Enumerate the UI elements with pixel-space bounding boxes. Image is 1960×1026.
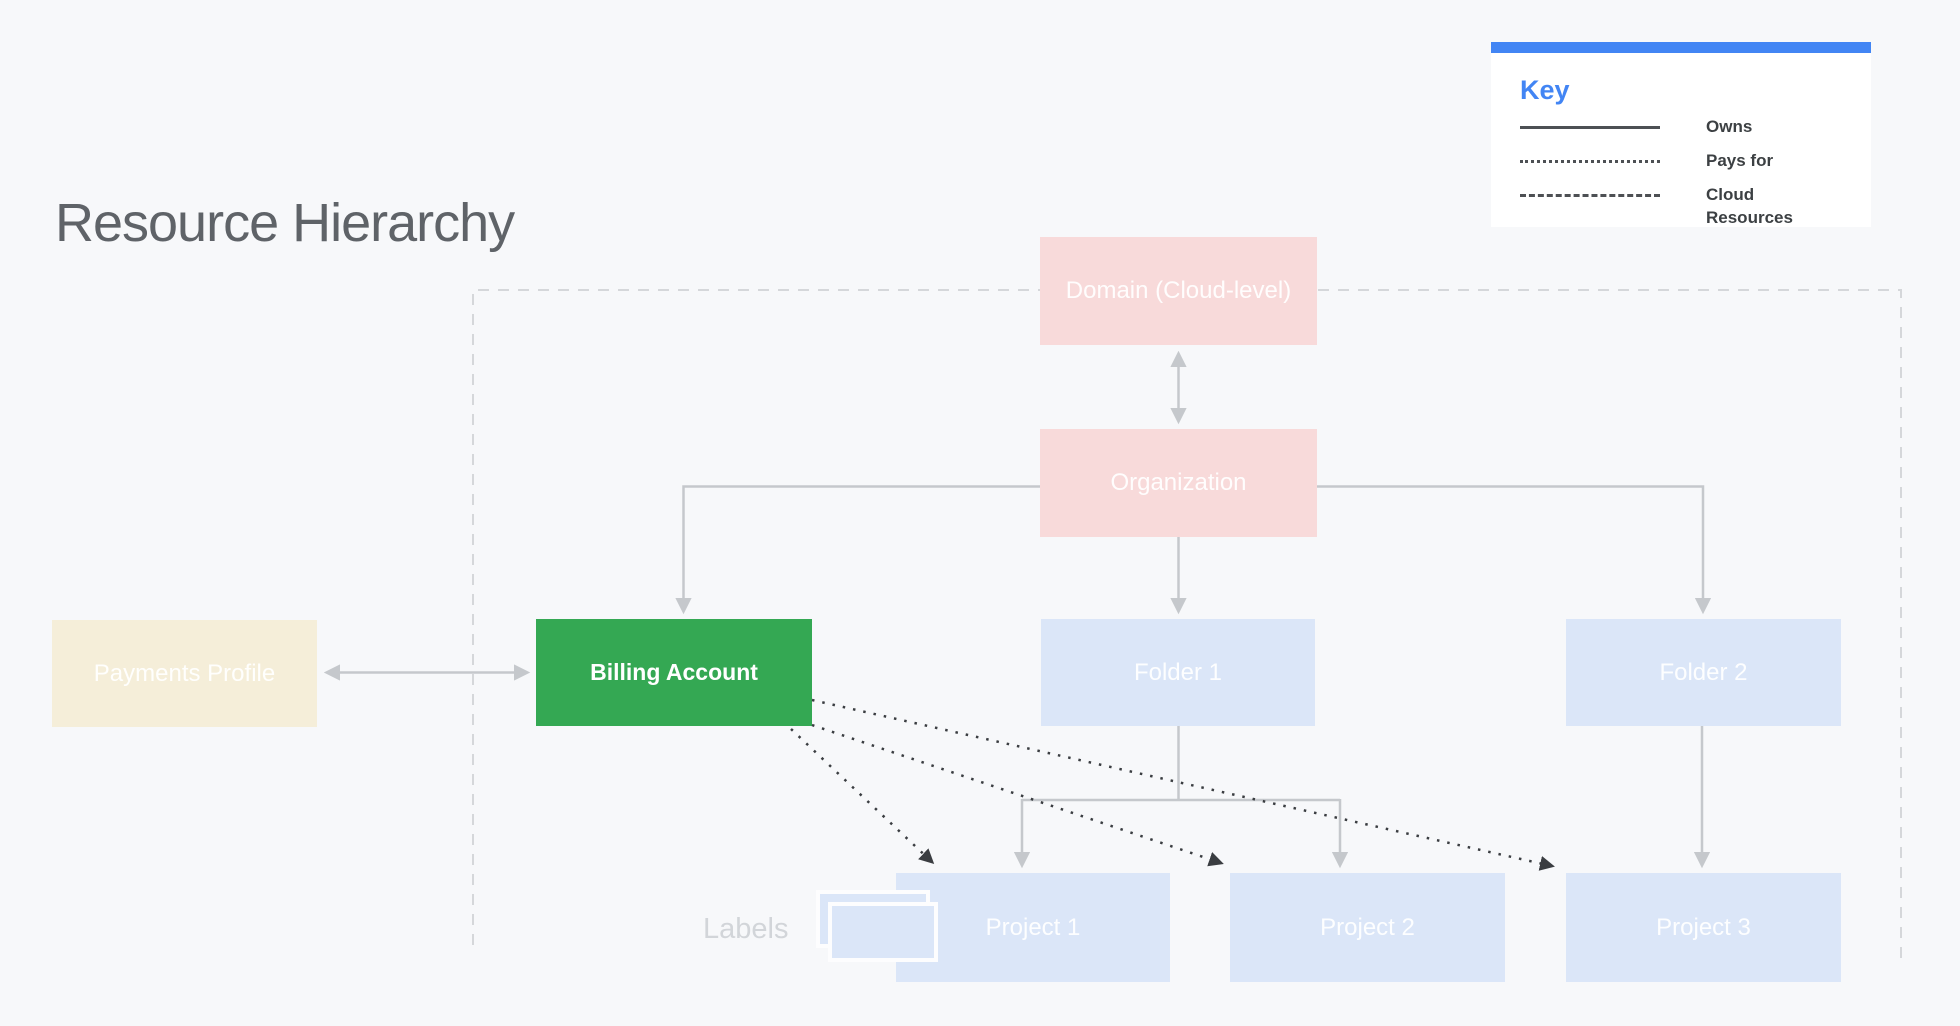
node-domain: Domain (Cloud-level) — [1040, 237, 1317, 345]
key-accent-bar — [1491, 42, 1871, 53]
node-project-2: Project 2 — [1230, 873, 1505, 982]
page-title: Resource Hierarchy — [55, 193, 515, 253]
node-organization-label: Organization — [1110, 469, 1247, 496]
node-folder-2: Folder 2 — [1566, 619, 1841, 726]
solid-line-swatch-icon — [1520, 126, 1660, 129]
node-payments-profile: Payments Profile — [52, 620, 317, 727]
labels-caption: Labels — [703, 913, 789, 945]
node-domain-label: Domain (Cloud-level) — [1065, 277, 1292, 304]
key-label-owns: Owns — [1706, 117, 1753, 136]
node-billing-account: Billing Account — [536, 619, 812, 726]
node-project-3: Project 3 — [1566, 873, 1841, 982]
label-card-front — [828, 902, 938, 962]
node-folder-1-label: Folder 1 — [1133, 658, 1223, 686]
dashed-line-swatch-icon — [1520, 194, 1660, 197]
labels-stacked-cards-icon — [816, 890, 948, 970]
node-folder-2-label: Folder 2 — [1659, 658, 1748, 686]
dotted-line-swatch-icon — [1520, 160, 1660, 163]
node-project-1: Project 1 — [896, 873, 1170, 982]
node-project-3-label: Project 3 — [1656, 913, 1751, 941]
key-body: Key Owns Pays for Cloud Resources — [1491, 53, 1871, 227]
key-label-pays-for: Pays for — [1706, 151, 1774, 170]
node-billing-account-label: Billing Account — [590, 659, 758, 685]
node-project-2-label: Project 2 — [1320, 913, 1415, 941]
owns-split-folder1 — [1022, 726, 1340, 802]
node-folder-1: Folder 1 — [1041, 619, 1315, 726]
node-project-1-label: Project 1 — [985, 913, 1081, 941]
owns-arrow-organization-to-folder2 — [1317, 485, 1712, 615]
key-row-owns: Owns — [1520, 115, 1826, 138]
node-organization: Organization — [1040, 429, 1317, 537]
node-payments-profile-label: Payments Profile — [93, 659, 276, 687]
key-heading: Key — [1520, 75, 1570, 105]
key-row-pays-for: Pays for — [1520, 149, 1826, 172]
key-row-cloud-resources: Cloud Resources — [1520, 183, 1826, 229]
key-label-cloud-resources: Cloud Resources — [1706, 185, 1793, 227]
key-legend-panel: Key Owns Pays for Cloud Resources — [1491, 42, 1871, 227]
owns-arrow-organization-to-billing — [675, 485, 1040, 615]
